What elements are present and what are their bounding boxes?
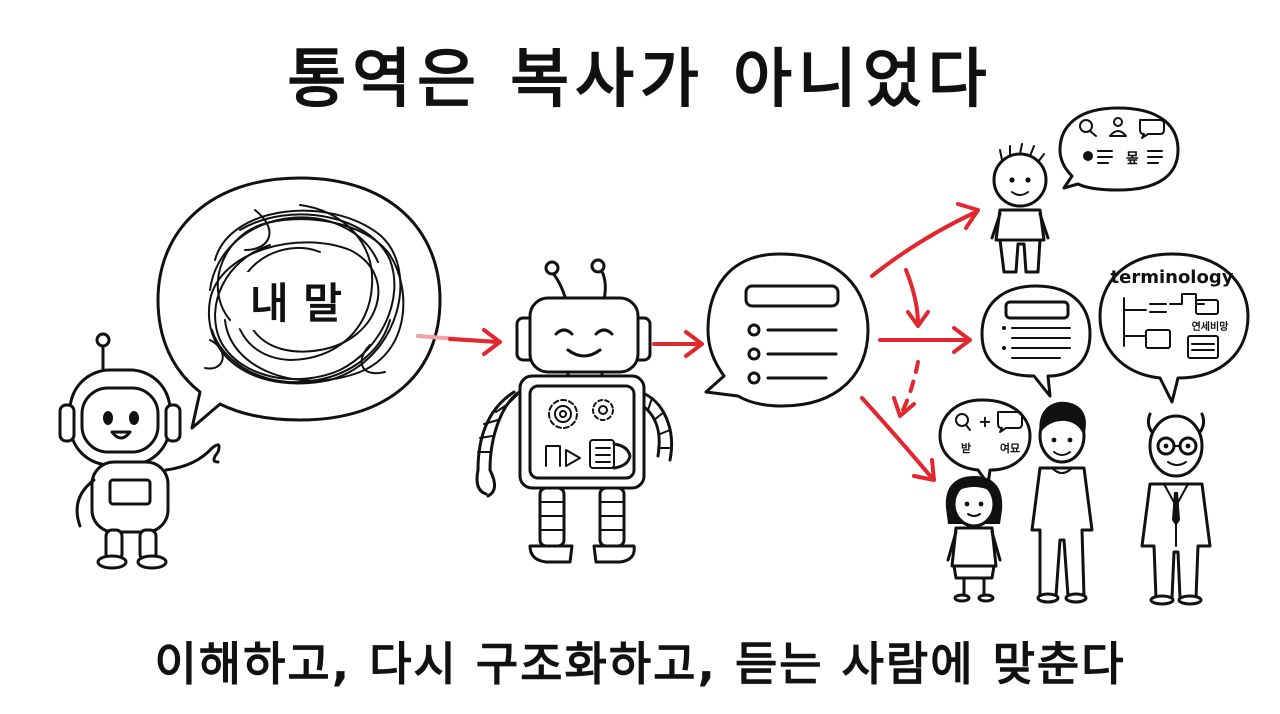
chat-icon (1139, 119, 1165, 139)
arrow-branches (860, 202, 980, 482)
translator-robot (475, 258, 673, 564)
man-listener (1030, 401, 1094, 604)
page-title: 통역은 복사가 아니었다 (287, 43, 993, 117)
arrow-middle (652, 330, 704, 358)
boy-listener (990, 143, 1050, 274)
plus-sign: + (978, 412, 991, 431)
page-subtitle: 이해하고, 다시 구조화하고, 듣는 사람에 맞춘다 (154, 637, 1126, 691)
elder-bubble: terminology 연세비망 (1098, 252, 1250, 404)
speaker-bubble-text: 내 말 (250, 279, 342, 328)
middle-bubble (980, 284, 1092, 398)
chat-icon (997, 411, 1023, 433)
elder-bubble-heading: terminology (1111, 267, 1234, 288)
girl-listener (945, 476, 1003, 603)
circuit-icon (545, 439, 632, 470)
gear-icon (548, 399, 578, 429)
elder-listener (1140, 412, 1212, 606)
speaker-bubble: 내 말 (156, 176, 442, 430)
magnifier-icon (1079, 119, 1097, 137)
person-icon (1109, 117, 1127, 137)
arrow-input (416, 328, 502, 356)
kid-bubble: + 받 여묘 (938, 398, 1032, 486)
kid-bubble-right-glyph: 여묘 (1000, 441, 1020, 455)
flow-chart-icon (1123, 293, 1219, 359)
elder-bubble-note: 연세비망 (1192, 320, 1230, 333)
speaker-robot (58, 332, 221, 570)
scribble-icon (204, 204, 405, 385)
magnifier-icon (955, 413, 971, 431)
boy-bubble: 뫂 (1058, 106, 1180, 192)
gear-icon (592, 399, 614, 421)
structured-bubble (704, 252, 870, 408)
kid-bubble-left-glyph: 받 (961, 441, 971, 455)
boy-bubble-glyph: 뫂 (1126, 151, 1139, 167)
